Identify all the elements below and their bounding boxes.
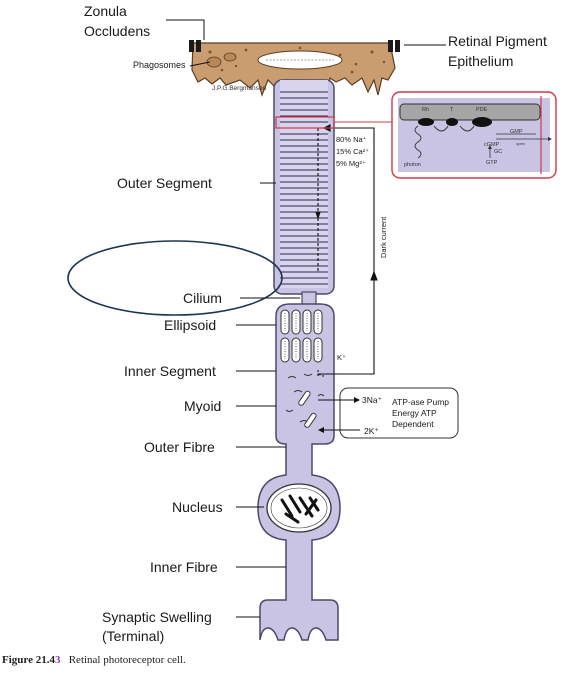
inner-fibre-label: Inner Fibre — [150, 559, 218, 575]
dark-current-path — [315, 124, 378, 377]
nucleus — [266, 483, 332, 533]
phagosomes-label: Phagosomes — [133, 60, 186, 70]
zonula-occludens-junctions — [189, 40, 400, 52]
mg-percent-label: 5% Mg²⁺ — [336, 159, 366, 168]
pump-na-label: 3Na⁺ — [362, 395, 383, 405]
inset-gc: GC — [494, 149, 502, 155]
outer-fibre-label: Outer Fibre — [144, 439, 215, 455]
inset-gtp: GTP — [486, 160, 498, 166]
mitochondria — [280, 309, 323, 363]
pump-k-label: 2K⁺ — [364, 426, 379, 436]
ca-percent-label: 15% Ca²⁺ — [336, 147, 369, 156]
pump-line3: Dependent — [392, 419, 434, 429]
na-percent-label: 80% Na⁺ — [336, 135, 367, 144]
cilium-highlight — [67, 240, 283, 316]
inset-photon: photon — [404, 162, 421, 168]
rpe-label-2: Epithelium — [448, 53, 513, 69]
inset-t: T — [450, 107, 454, 113]
zonula-label-1: Zonula — [84, 3, 127, 19]
photoreceptor-diagram: Zonula Occludens Retinal Pigment Epithel… — [67, 3, 557, 644]
figure-number: Figure 21.43 — [2, 654, 61, 666]
myoid-label: Myoid — [184, 398, 221, 414]
figure-caption: Figure 21.43 Retinal photoreceptor cell. — [2, 654, 186, 666]
caption-text: Retinal photoreceptor cell. — [68, 654, 186, 666]
cilium-label: Cilium — [183, 290, 222, 306]
inner-segment-label: Inner Segment — [124, 363, 216, 379]
pump-line1: ATP-ase Pump — [392, 397, 449, 407]
myoid-organelles — [285, 373, 325, 428]
credit-label: J.P.G.Bergmanson — [212, 85, 266, 92]
atpase-pump-box — [318, 387, 459, 439]
k-ion-label: K⁺ — [337, 353, 346, 362]
leader-lines — [166, 19, 446, 618]
inset-gmp: GMP — [510, 129, 523, 135]
nucleus-label: Nucleus — [172, 499, 223, 515]
rpe-label-1: Retinal Pigment — [448, 33, 547, 49]
dark-current-label: Dark current — [379, 216, 388, 258]
photoreceptor-cell — [257, 79, 341, 641]
inset-cgmp: cGMP — [484, 142, 500, 148]
outer-segment-label: Outer Segment — [117, 175, 212, 191]
inset-rh: Rh — [422, 107, 429, 113]
inset-open: open — [516, 141, 525, 146]
inset-pde: PDE — [476, 107, 488, 113]
zonula-label-2: Occludens — [84, 23, 150, 39]
phototransduction-inset — [391, 91, 557, 179]
synaptic-label-1: Synaptic Swelling — [102, 609, 212, 625]
ellipsoid-label: Ellipsoid — [164, 317, 216, 333]
synaptic-label-2: (Terminal) — [102, 628, 164, 644]
retinal-pigment-epithelium — [191, 42, 396, 101]
pump-line2: Energy ATP — [392, 408, 437, 418]
